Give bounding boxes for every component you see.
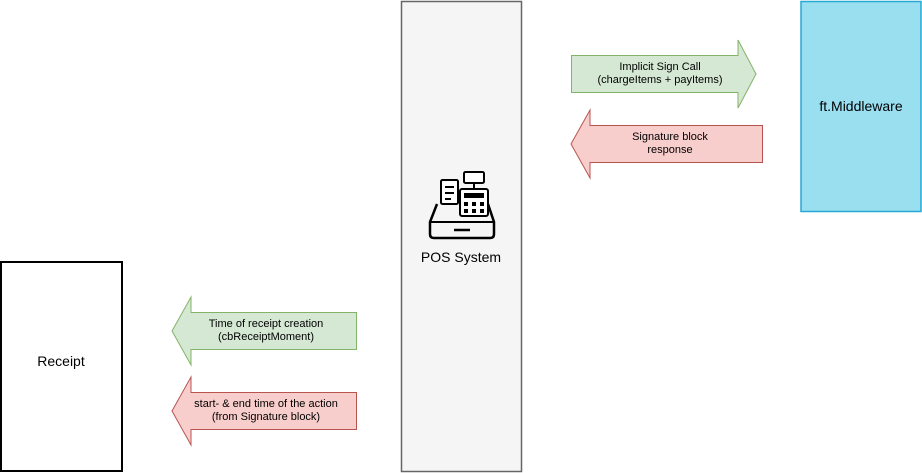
receipt-node[interactable]: Receipt <box>0 261 123 472</box>
receipt-box <box>0 261 123 472</box>
cash-register-icon <box>428 171 496 240</box>
pos-system-label: POS System <box>421 249 501 265</box>
arrow-label-line2: (from Signature block) <box>212 411 320 423</box>
middleware-label: ft.Middleware <box>819 98 902 114</box>
arrow-shape <box>570 108 763 180</box>
receipt-label: Receipt <box>37 353 85 369</box>
receipt-creation-arrow[interactable]: Time of receipt creation (cbReceiptMomen… <box>171 295 357 367</box>
arrow-shape <box>571 39 757 109</box>
arrow-label-line2: response <box>647 144 692 156</box>
arrow-shape <box>171 375 357 447</box>
pos-system-box <box>400 0 523 473</box>
middleware-box <box>800 0 922 213</box>
arrow-label-line2: (chargeItems + payItems) <box>597 74 722 86</box>
implicit-sign-call-arrow[interactable]: Implicit Sign Call (chargeItems + payIte… <box>571 39 757 109</box>
pos-system-node[interactable]: POS System <box>400 0 523 473</box>
arrow-shape <box>171 295 357 367</box>
signature-response-arrow[interactable]: Signature block response <box>570 108 763 180</box>
middleware-node[interactable]: ft.Middleware <box>800 0 922 213</box>
arrow-label-line1: start- & end time of the action <box>194 398 338 410</box>
action-time-arrow[interactable]: start- & end time of the action (from Si… <box>171 375 357 447</box>
arrow-label-line1: Time of receipt creation <box>209 318 324 330</box>
arrow-label-line1: Implicit Sign Call <box>619 61 700 73</box>
arrow-label-line2: (cbReceiptMoment) <box>218 331 314 343</box>
arrow-label-line1: Signature block <box>632 131 708 143</box>
